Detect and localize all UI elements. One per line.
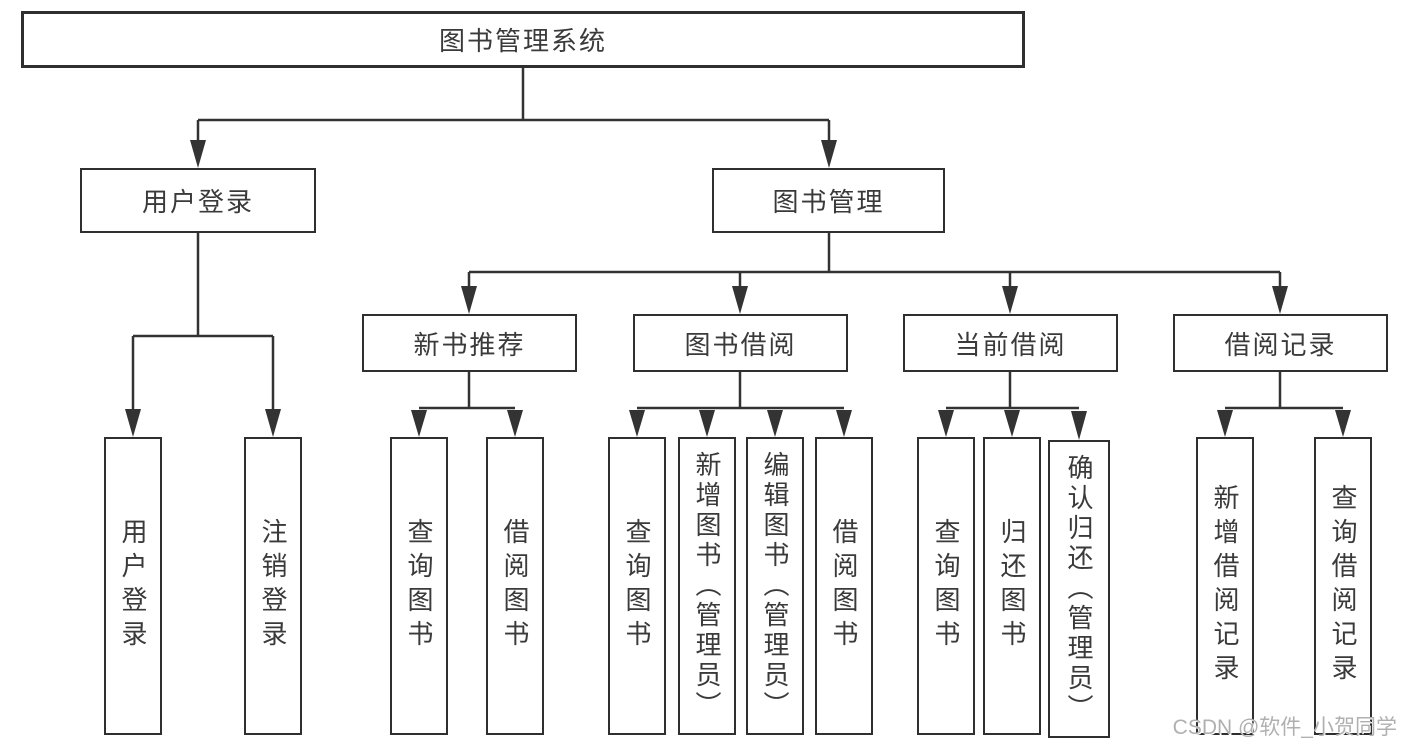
node-user-login-label: 用户登录 bbox=[141, 187, 254, 217]
leaf-query-books-current: 查询图书 bbox=[917, 437, 975, 735]
leaf-query-books-recommend-label: 查询图书 bbox=[404, 518, 434, 654]
leaf-logout-label: 注销登录 bbox=[258, 518, 288, 654]
leaf-add-borrow-record: 新增借阅记录 bbox=[1196, 437, 1254, 735]
csdn-watermark: CSDN @软件_小贺同学 bbox=[1172, 716, 1397, 739]
leaf-query-books-recommend: 查询图书 bbox=[390, 437, 448, 735]
node-book-management-label: 图书管理 bbox=[772, 187, 885, 217]
leaf-user-login-label: 用户登录 bbox=[118, 518, 148, 654]
node-book-borrowing-label: 图书借阅 bbox=[684, 329, 797, 360]
node-borrowing-records-label: 借阅记录 bbox=[1224, 329, 1337, 360]
leaf-borrow-books-recommend-label: 借阅图书 bbox=[500, 518, 530, 654]
leaf-borrow-books-borrowing: 借阅图书 bbox=[815, 437, 873, 735]
leaf-user-login: 用户登录 bbox=[104, 437, 162, 735]
leaf-query-borrow-record-label: 查询借阅记录 bbox=[1328, 484, 1358, 688]
node-root-label: 图书管理系统 bbox=[438, 26, 607, 56]
leaf-query-books-borrowing: 查询图书 bbox=[608, 437, 666, 735]
connector-lines bbox=[131, 68, 1343, 411]
leaf-logout: 注销登录 bbox=[244, 437, 302, 735]
leaf-query-books-borrowing-label: 查询图书 bbox=[622, 518, 652, 654]
node-new-book-recommend-label: 新书推荐 bbox=[413, 329, 526, 360]
node-current-borrowing: 当前借阅 bbox=[903, 314, 1118, 372]
leaf-edit-books-admin: 编辑图书（管理员） bbox=[746, 437, 804, 735]
node-new-book-recommend: 新书推荐 bbox=[362, 314, 577, 372]
leaf-edit-books-admin-label: 编辑图书（管理员） bbox=[760, 451, 790, 721]
leaf-borrow-books-recommend: 借阅图书 bbox=[486, 437, 544, 735]
leaf-return-books-label: 归还图书 bbox=[997, 518, 1027, 654]
node-root: 图书管理系统 bbox=[21, 11, 1025, 68]
leaf-query-books-current-label: 查询图书 bbox=[931, 518, 961, 654]
leaf-add-books-admin: 新增图书（管理员） bbox=[678, 437, 736, 735]
leaf-add-books-admin-label: 新增图书（管理员） bbox=[692, 451, 722, 721]
leaf-return-books: 归还图书 bbox=[983, 437, 1041, 735]
arrowhead-icons bbox=[125, 140, 1351, 440]
node-book-management: 图书管理 bbox=[712, 168, 945, 233]
leaf-confirm-return-admin: 确认归还（管理员） bbox=[1048, 440, 1110, 738]
leaf-borrow-books-borrowing-label: 借阅图书 bbox=[829, 518, 859, 654]
leaf-add-borrow-record-label: 新增借阅记录 bbox=[1210, 484, 1240, 688]
node-book-borrowing: 图书借阅 bbox=[633, 314, 848, 372]
leaf-confirm-return-admin-label: 确认归还（管理员） bbox=[1064, 454, 1094, 724]
node-user-login: 用户登录 bbox=[80, 168, 316, 233]
node-borrowing-records: 借阅记录 bbox=[1173, 314, 1388, 372]
leaf-query-borrow-record: 查询借阅记录 bbox=[1314, 437, 1372, 735]
node-current-borrowing-label: 当前借阅 bbox=[954, 329, 1067, 360]
